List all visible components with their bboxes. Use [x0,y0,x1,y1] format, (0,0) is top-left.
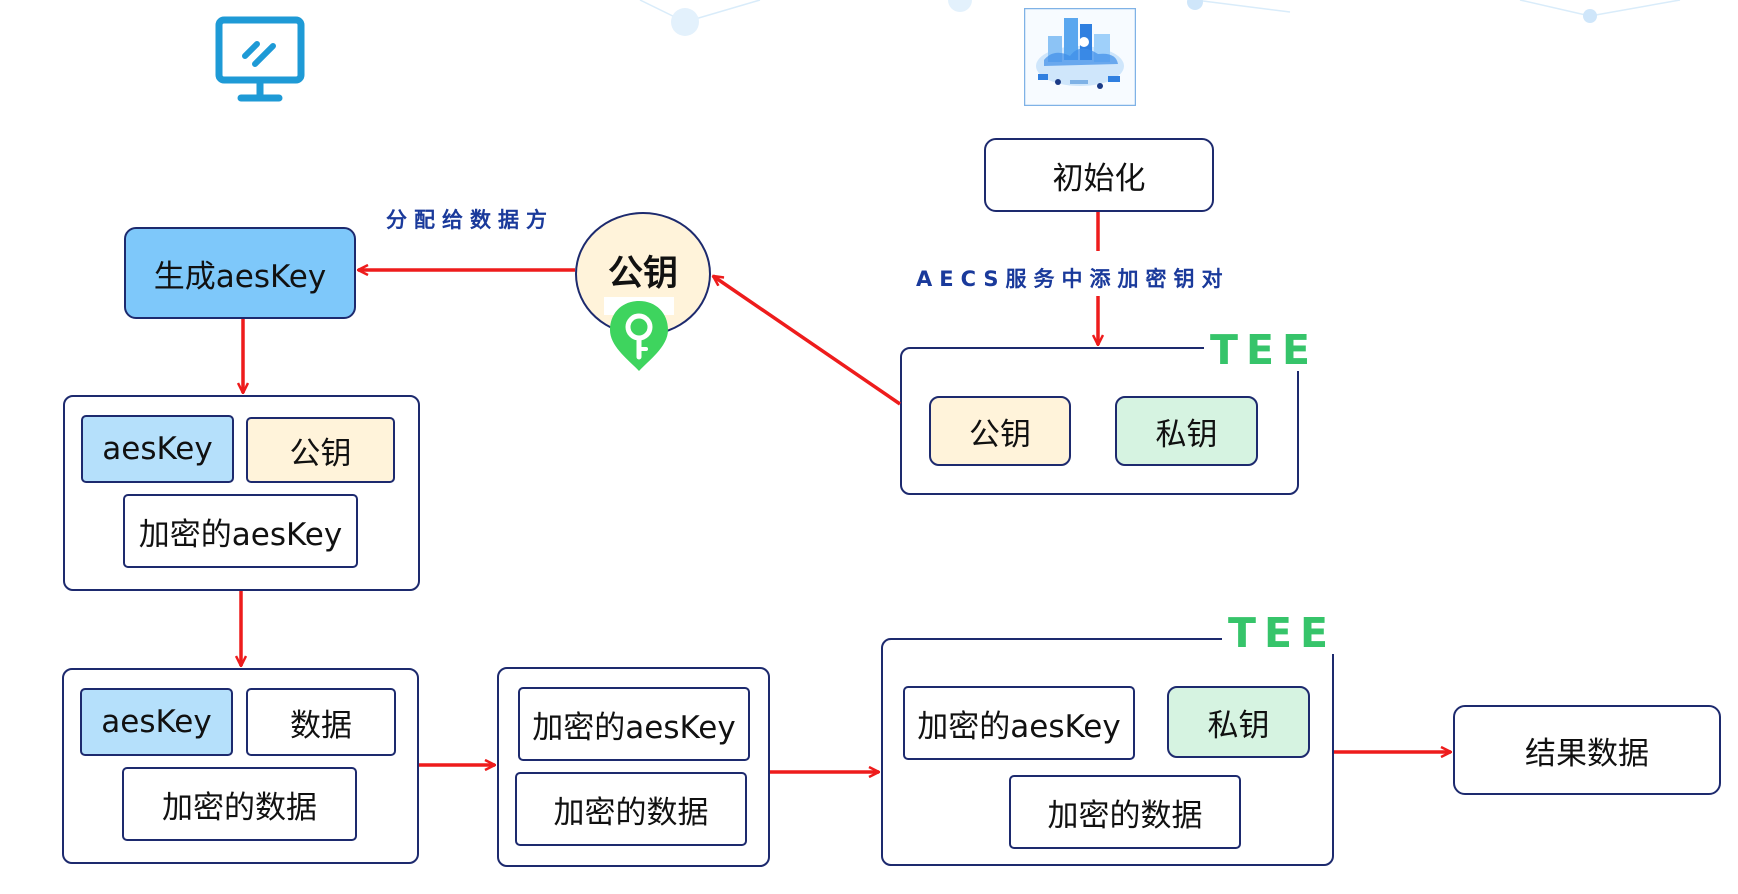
encrypted-aeskey-box-2: 加密的aesKey [518,687,750,761]
cloud-server-illustration [1024,8,1136,106]
tee-keypair-container [900,347,1299,495]
tee-encrypted-data-box: 加密的数据 [1009,775,1241,849]
tee-encrypted-data-label: 加密的数据 [1047,797,1203,834]
encrypted-data-label: 加密的数据 [162,789,317,826]
aeskey-box-2: aesKey [80,688,233,756]
aeskey-label: aesKey [102,431,213,467]
result-data-box: 结果数据 [1453,705,1721,795]
data-label: 数据 [290,707,352,744]
tee-decryption-container [881,638,1334,866]
tee-tag-bottom: TEE [1222,613,1342,654]
generate-aeskey-label: 生成aesKey [153,258,327,295]
data-encryption-group [62,668,419,864]
generate-aeskey-box: 生成aesKey [124,227,356,319]
tee-encrypted-aeskey-box: 加密的aesKey [903,686,1135,760]
result-data-label: 结果数据 [1525,735,1649,772]
tee-private-key-box-2: 私钥 [1167,686,1310,758]
tee-private-key-label-2: 私钥 [1207,707,1270,744]
encrypted-payload-group [497,667,770,867]
encrypted-aeskey-box: 加密的aesKey [123,494,358,568]
aecs-add-keypair-label: AECS服务中添加密钥对 [916,267,1230,291]
encrypted-aeskey-label-2: 加密的aesKey [532,709,736,746]
encrypted-data-box: 加密的数据 [122,767,357,841]
aeskey-label-2: aesKey [101,704,212,740]
tee-private-key-box: 私钥 [1115,396,1258,466]
key-pin-icon [604,297,674,371]
encrypted-data-box-2: 加密的数据 [515,772,747,846]
initialize-label: 初始化 [1052,160,1146,197]
tee-encrypted-aeskey-label: 加密的aesKey [917,708,1121,745]
distribute-to-data-party-label: 分配给数据方 [386,208,554,232]
aeskey-box: aesKey [81,415,234,483]
encrypted-data-label-2: 加密的数据 [553,794,709,831]
initialize-box: 初始化 [984,138,1214,212]
tee-public-key-box: 公钥 [929,396,1071,466]
data-box: 数据 [246,688,396,756]
encrypted-aeskey-label: 加密的aesKey [138,516,343,553]
arrow-tee-to-public-key [713,276,901,406]
tee-public-key-label: 公钥 [969,416,1031,453]
tee-tag-top: TEE [1204,330,1324,371]
public-key-node-label: 公钥 [607,253,678,294]
public-key-label: 公钥 [289,435,352,472]
public-key-box: 公钥 [246,417,395,483]
tee-private-key-label: 私钥 [1155,416,1218,453]
monitor-icon [215,16,305,102]
aeskey-encryption-group [63,395,420,591]
